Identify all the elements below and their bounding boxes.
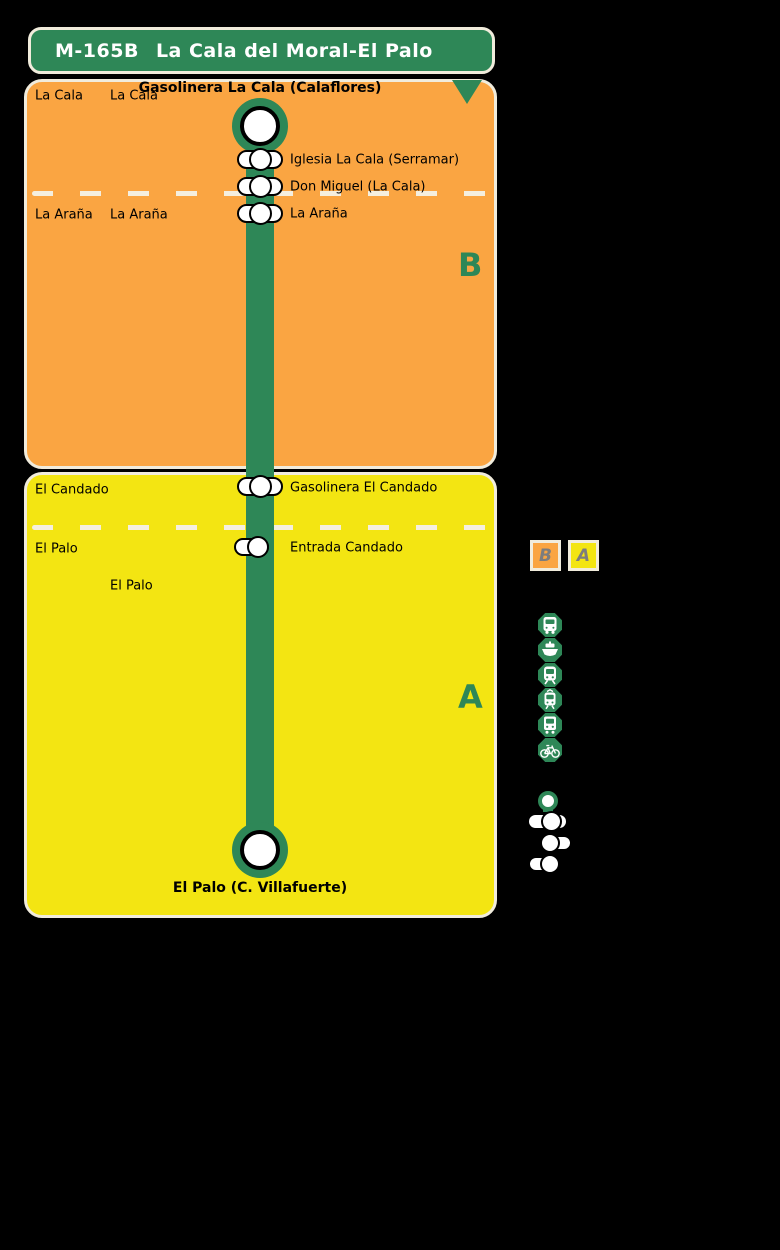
stop-marker-dot (249, 175, 272, 198)
stop-label: Gasolinera El Candado (290, 480, 438, 496)
metro-icon (538, 713, 562, 737)
legend-terminal-marker (538, 791, 558, 811)
badge-letter: B (539, 545, 552, 566)
bus-icon (538, 613, 562, 637)
nucleus-label: El Palo (110, 578, 153, 594)
ferry-icon (538, 638, 562, 662)
line-name: La Cala del Moral-El Palo (155, 39, 433, 62)
terminal-dot-bottom (240, 830, 280, 870)
stop-label: Entrada Candado (290, 540, 403, 556)
route-header: M-165B La Cala del Moral-El Palo (28, 27, 495, 74)
nucleus-label: La Cala (110, 88, 158, 104)
tram-icon (538, 688, 562, 712)
legend-stop-both-dot (541, 811, 562, 832)
municipality-label: La Cala (35, 88, 83, 104)
terminal-label-bottom: El Palo (C. Villafuerte) (172, 880, 348, 896)
legend-zone-badge-b: B (530, 540, 561, 571)
nucleus-label: La Araña (110, 207, 168, 223)
bicycle-icon (538, 738, 562, 762)
train-icon (538, 663, 562, 687)
stop-label: Iglesia La Cala (Serramar) (290, 152, 460, 168)
stop-marker-dot (249, 148, 272, 171)
terminal-dot-top (240, 106, 280, 146)
municipality-label: El Palo (35, 541, 78, 557)
stop-label: Don Miguel (La Cala) (290, 179, 426, 195)
stop-marker-dot (247, 536, 269, 558)
stop-marker-dot (249, 475, 272, 498)
legend-stop-outbound-dot (540, 854, 560, 874)
direction-arrow-icon (452, 80, 482, 104)
badge-letter: A (576, 545, 591, 566)
stop-label: La Araña (290, 206, 348, 222)
terminal-label-top: Gasolinera La Cala (Calaflores) (138, 80, 382, 96)
municipality-label: La Araña (35, 207, 93, 223)
stop-marker-dot (249, 202, 272, 225)
line-code: M-165B (55, 39, 139, 62)
zone-letter-a: A (458, 678, 483, 716)
legend-stop-return-dot (540, 833, 560, 853)
municipality-label: El Candado (35, 482, 109, 498)
zone-letter-b: B (458, 246, 483, 284)
legend-zone-badge-a: A (568, 540, 599, 571)
